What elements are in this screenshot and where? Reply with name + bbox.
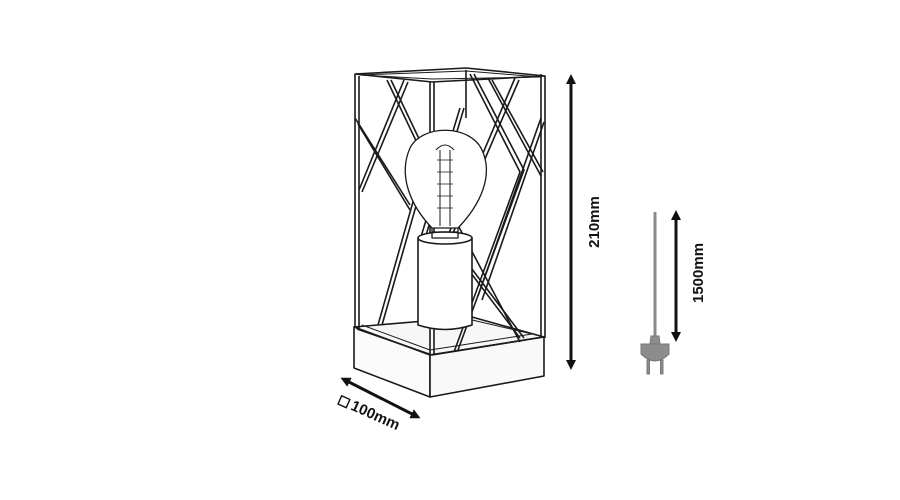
- lamp-socket: [417, 231, 473, 331]
- table-lamp-illustration: [353, 67, 546, 398]
- filament-bulb: [404, 129, 487, 239]
- power-cable: [640, 212, 670, 375]
- plug-icon: [640, 335, 670, 375]
- height-label: 210mm: [586, 196, 603, 248]
- square-symbol-icon: [337, 394, 351, 409]
- base-width-dimension: 100mm: [337, 377, 421, 434]
- cable-length-label: 1500mm: [690, 243, 707, 303]
- cable-length-dimension: 1500mm: [671, 210, 707, 342]
- cage-diagonal-wires: [354, 73, 545, 353]
- height-dimension: 210mm: [566, 74, 603, 370]
- base-arrow-icon: [340, 377, 421, 419]
- base-width-label: 100mm: [348, 397, 402, 434]
- lamp-base: [353, 316, 545, 398]
